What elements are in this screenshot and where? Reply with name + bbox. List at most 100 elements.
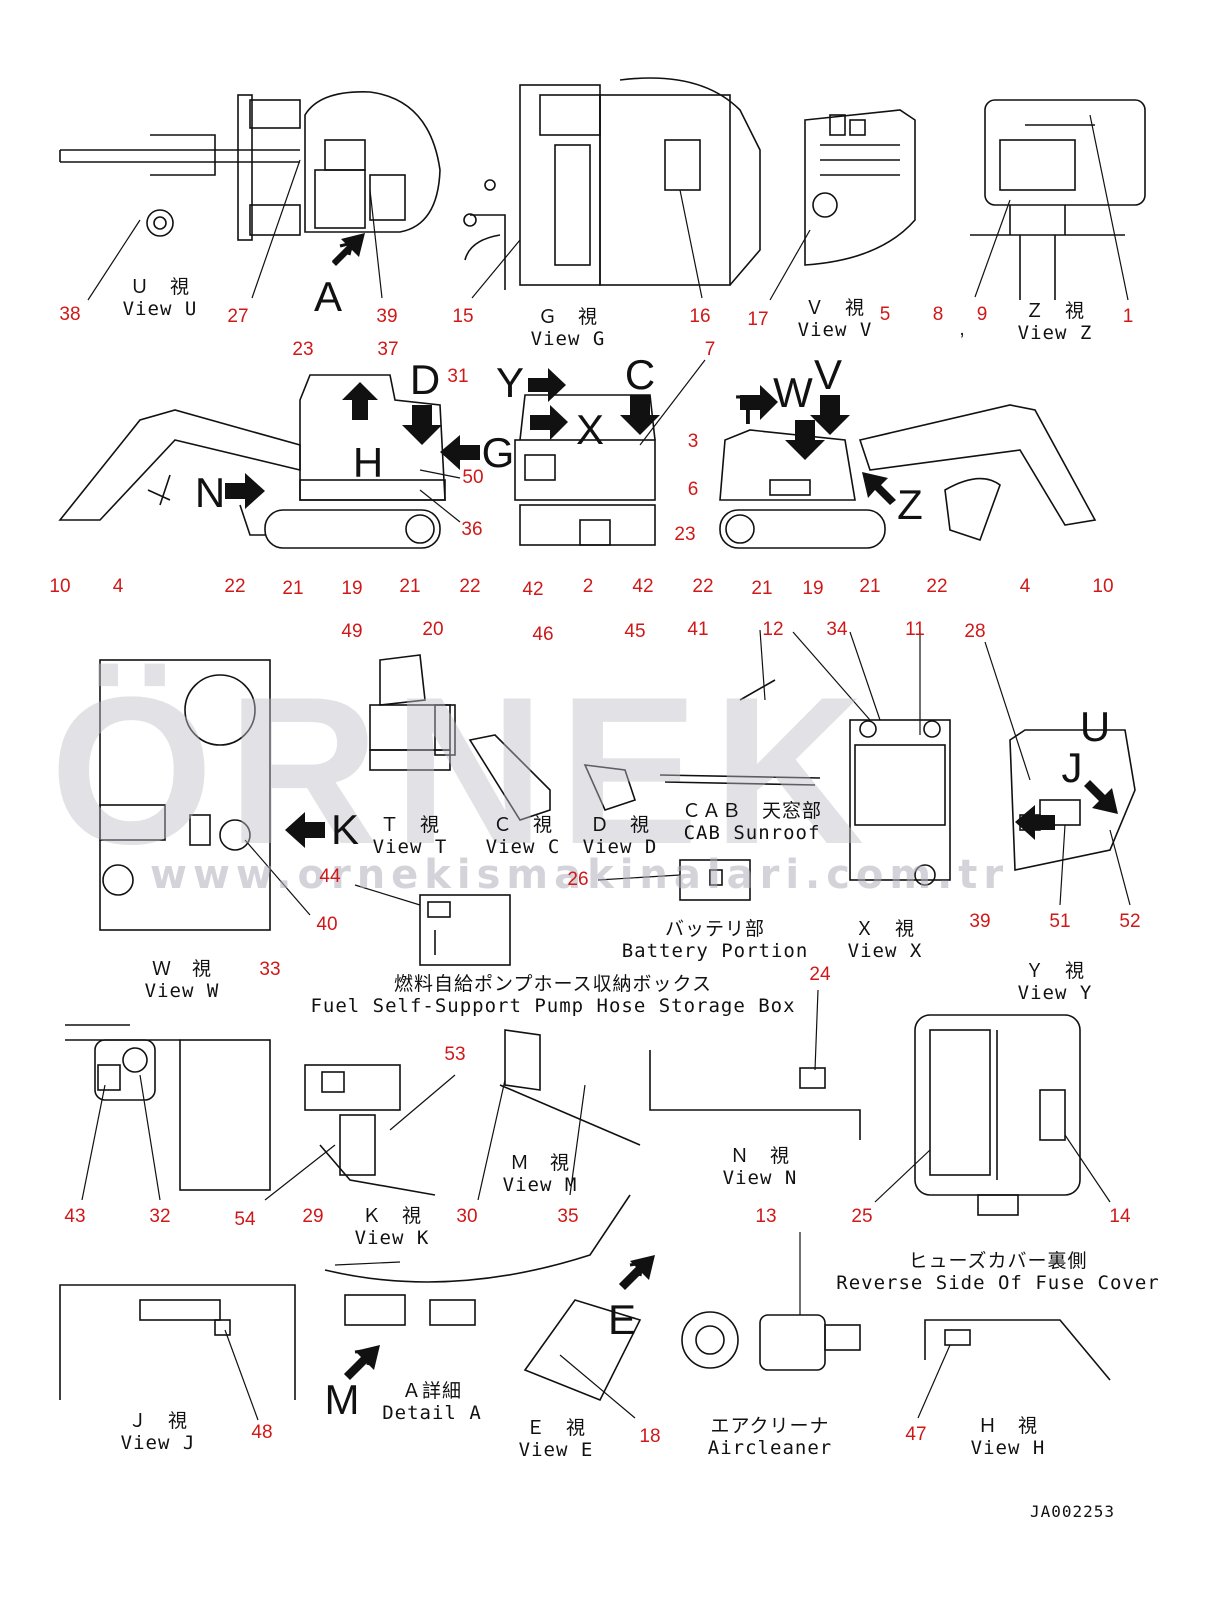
callout-24: 24 xyxy=(809,964,831,985)
callout-4-a: 4 xyxy=(112,576,124,597)
view-m-drawing xyxy=(499,1029,641,1146)
watermark-url: www.ornekismakinalari.com.tr xyxy=(150,852,1010,898)
callout-44: 44 xyxy=(319,866,341,887)
callout-48: 48 xyxy=(251,1422,273,1443)
callout-54: 54 xyxy=(234,1209,256,1230)
letter-d: D xyxy=(409,356,441,403)
callout-33: 33 xyxy=(259,959,281,980)
callout-22-c: 22 xyxy=(692,576,714,597)
callout-23-a: 23 xyxy=(292,339,314,360)
callout-10-b: 10 xyxy=(1092,576,1114,597)
watermark-logo: ÖRNEK xyxy=(50,653,879,888)
letter-e: E xyxy=(607,1296,637,1343)
callout-21-a: 21 xyxy=(282,578,304,599)
callout-22-b: 22 xyxy=(459,576,481,597)
arrow-k xyxy=(285,812,325,848)
view-t-drawing xyxy=(369,654,456,771)
letter-k: K xyxy=(330,806,360,853)
callout-22-a: 22 xyxy=(224,576,246,597)
arrow-t xyxy=(740,385,778,420)
arrow-m xyxy=(345,1345,380,1380)
callout-41: 41 xyxy=(687,619,709,640)
arrow-y xyxy=(528,368,566,402)
letter-a: A xyxy=(313,273,343,320)
letter-m: M xyxy=(324,1376,360,1423)
view-u-drawing xyxy=(59,91,441,264)
view-h-drawing xyxy=(924,1319,1111,1381)
letter-w: W xyxy=(773,369,813,416)
leader-lines xyxy=(81,114,1131,1421)
view-j-drawing xyxy=(59,1284,296,1400)
arrow-v xyxy=(810,395,850,435)
view-d-drawing xyxy=(583,764,637,811)
callout-37: 37 xyxy=(377,339,399,360)
view-arrows xyxy=(225,233,1118,1380)
callout-31: 31 xyxy=(447,366,469,387)
letter-y: Y xyxy=(495,359,525,406)
arrow-z xyxy=(862,472,896,505)
view-w-drawing xyxy=(99,659,271,931)
view-c-drawing xyxy=(468,734,551,821)
callout-4-b: 4 xyxy=(1019,576,1031,597)
callout-43: 43 xyxy=(64,1206,86,1227)
letter-j: J xyxy=(1061,744,1083,791)
callout-52: 52 xyxy=(1119,911,1141,932)
callout-23-b: 23 xyxy=(674,524,696,545)
letter-n: N xyxy=(194,469,226,516)
callout-5: 5 xyxy=(879,304,891,325)
callout-10-a: 10 xyxy=(49,576,71,597)
callout-comma: , xyxy=(959,319,965,340)
view-n-drawing xyxy=(649,1050,861,1140)
drawing-code: JA002253 xyxy=(1030,1502,1116,1521)
arrow-a xyxy=(332,233,365,266)
line-art xyxy=(58,77,1146,1402)
callout-7: 7 xyxy=(704,339,716,360)
view-z-drawing xyxy=(970,99,1146,300)
fuel-box-drawing xyxy=(419,894,511,966)
letter-c: C xyxy=(624,351,656,398)
callout-15: 15 xyxy=(452,306,474,327)
arrow-j xyxy=(1015,805,1055,840)
callout-42-b: 42 xyxy=(632,576,654,597)
letter-x: X xyxy=(575,406,605,453)
callout-49: 49 xyxy=(341,621,363,642)
fuse-cover-drawing xyxy=(914,1014,1081,1216)
callout-50: 50 xyxy=(462,467,484,488)
callout-46: 46 xyxy=(532,624,554,645)
callout-12: 12 xyxy=(762,619,784,640)
callout-21-b: 21 xyxy=(399,576,421,597)
letter-t: T xyxy=(735,386,761,433)
callout-6: 6 xyxy=(687,479,699,500)
callout-36: 36 xyxy=(461,519,483,540)
aircleaner-drawing xyxy=(681,1311,861,1371)
callout-39: 39 xyxy=(376,306,398,327)
view-g-drawing xyxy=(463,77,761,290)
callout-40: 40 xyxy=(316,914,338,935)
view-43-drawing xyxy=(65,1024,271,1191)
callout-2: 2 xyxy=(582,576,594,597)
callout-47: 47 xyxy=(905,1424,927,1445)
letter-v: V xyxy=(813,351,843,398)
callout-11: 11 xyxy=(905,619,925,640)
arrow-h xyxy=(342,382,378,420)
callout-51: 51 xyxy=(1049,911,1071,932)
callout-35: 35 xyxy=(557,1206,579,1227)
